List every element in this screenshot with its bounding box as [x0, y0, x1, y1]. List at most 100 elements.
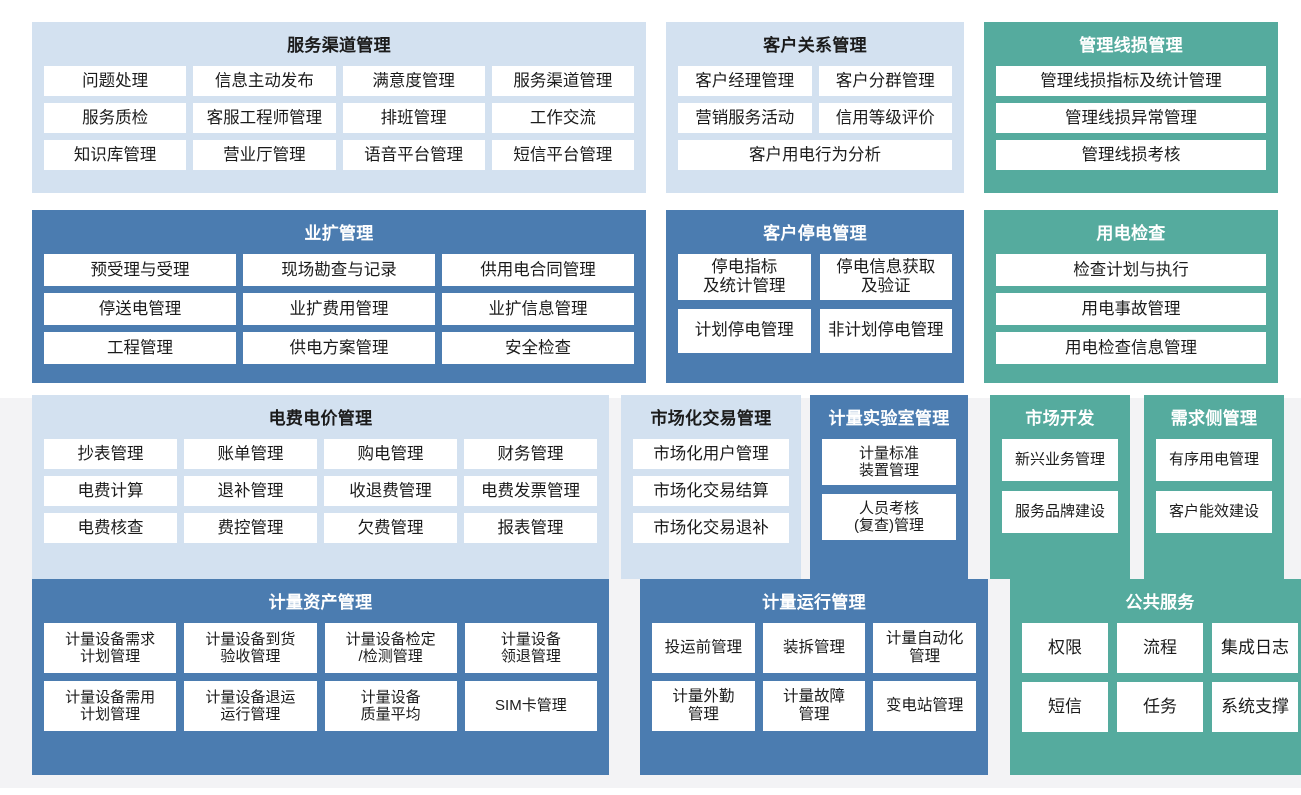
tile-power-purchase-management[interactable]: 购电管理: [324, 439, 457, 469]
tile-inspection-information-management[interactable]: 用电检查信息管理: [996, 332, 1266, 364]
panel-market-trading[interactable]: 市场化交易管理 市场化用户管理 市场化交易结算 市场化交易退补: [621, 395, 801, 579]
tile-emerging-business-management[interactable]: 新兴业务管理: [1002, 439, 1118, 481]
tile-equipment-decommission-operation-management[interactable]: 计量设备退运 运行管理: [184, 681, 317, 731]
tile-metering-fault-management[interactable]: 计量故障 管理: [762, 681, 866, 731]
panel-line-loss[interactable]: 管理线损管理 管理线损指标及统计管理 管理线损异常管理 管理线损考核: [984, 22, 1278, 193]
panel-title-metering-asset: 计量资产管理: [268, 593, 373, 612]
tile-site-survey-and-record[interactable]: 现场勘查与记录: [243, 254, 435, 286]
tile-customer-energy-efficiency-building[interactable]: 客户能效建设: [1156, 491, 1272, 533]
tile-knowledge-base-management[interactable]: 知识库管理: [44, 140, 187, 170]
tile-shift-scheduling[interactable]: 排班管理: [342, 103, 485, 133]
tile-orderly-power-consumption-management[interactable]: 有序用电管理: [1156, 439, 1272, 481]
tile-metering-automation-management[interactable]: 计量自动化 管理: [873, 623, 976, 673]
tile-fee-control-management[interactable]: 费控管理: [184, 513, 317, 543]
panel-public-service[interactable]: 公共服务 权限 流程 集成日志 短信 任务 系统支撑: [1010, 579, 1301, 775]
tile-market-trading-settlement[interactable]: 市场化交易结算: [633, 476, 789, 506]
tile-information-publishing[interactable]: 信息主动发布: [193, 66, 336, 96]
tile-equipment-demand-plan-management[interactable]: 计量设备需求 计划管理: [44, 623, 177, 673]
tile-marketing-service-activity[interactable]: 营销服务活动: [678, 103, 812, 133]
tile-problem-handling[interactable]: 问题处理: [44, 66, 187, 96]
panel-customer-relation[interactable]: 客户关系管理 客户经理管理 客户分群管理 营销服务活动 信用等级评价 客户用电行…: [666, 22, 964, 193]
panel-metering-asset[interactable]: 计量资产管理 计量设备需求 计划管理 计量设备到货 验收管理 计量设备检定 /检…: [32, 579, 609, 775]
tile-safety-inspection[interactable]: 安全检查: [442, 332, 634, 364]
tile-equipment-verification-testing-management[interactable]: 计量设备检定 /检测管理: [324, 623, 457, 673]
tile-integration-log[interactable]: 集成日志: [1212, 623, 1298, 673]
tile-permission[interactable]: 权限: [1022, 623, 1108, 673]
diagram-row-1: 服务渠道管理 问题处理 信息主动发布 满意度管理 服务渠道管理 服务质检 客服工…: [0, 0, 1301, 193]
tile-service-engineer-management[interactable]: 客服工程师管理: [193, 103, 336, 133]
tile-expansion-fee-management[interactable]: 业扩费用管理: [243, 293, 435, 325]
tile-line-loss-assessment[interactable]: 管理线损考核: [996, 140, 1266, 170]
tile-metering-field-work-management[interactable]: 计量外勤 管理: [652, 681, 755, 731]
tile-work-communication[interactable]: 工作交流: [491, 103, 634, 133]
tile-outage-info-acquisition-verification[interactable]: 停电信息获取 及验证: [819, 254, 952, 300]
tile-outage-indicator-statistics[interactable]: 停电指标 及统计管理: [678, 254, 811, 300]
tile-grid-demand-side: 有序用电管理 客户能效建设: [1156, 439, 1272, 567]
panel-metering-lab[interactable]: 计量实验室管理 计量标准 装置管理 人员考核 (复查)管理: [810, 395, 968, 579]
tile-power-supply-contract-management[interactable]: 供用电合同管理: [442, 254, 634, 286]
tile-equipment-requirement-plan-management[interactable]: 计量设备需用 计划管理: [44, 681, 177, 731]
tile-grid-public-service: 权限 流程 集成日志 短信 任务 系统支撑: [1022, 623, 1298, 763]
tile-task[interactable]: 任务: [1117, 682, 1203, 732]
diagram-row-4: 计量资产管理 计量设备需求 计划管理 计量设备到货 验收管理 计量设备检定 /检…: [0, 579, 1301, 775]
tile-sim-card-management[interactable]: SIM卡管理: [464, 681, 597, 731]
tile-power-accident-management[interactable]: 用电事故管理: [996, 293, 1266, 325]
tile-expansion-information-management[interactable]: 业扩信息管理: [442, 293, 634, 325]
tile-refund-supplement-management[interactable]: 退补管理: [184, 476, 317, 506]
tile-service-brand-building[interactable]: 服务品牌建设: [1002, 491, 1118, 533]
tile-unplanned-outage-management[interactable]: 非计划停电管理: [819, 308, 952, 353]
panel-service-channel[interactable]: 服务渠道管理 问题处理 信息主动发布 满意度管理 服务渠道管理 服务质检 客服工…: [32, 22, 646, 193]
tile-planned-outage-management[interactable]: 计划停电管理: [678, 308, 811, 353]
tile-equipment-issue-return-management[interactable]: 计量设备 领退管理: [464, 623, 597, 673]
tile-power-cutoff-restore-management[interactable]: 停送电管理: [44, 293, 236, 325]
tile-equipment-quality-average[interactable]: 计量设备 质量平均: [324, 681, 457, 731]
tile-power-supply-scheme-management[interactable]: 供电方案管理: [243, 332, 435, 364]
panel-customer-outage[interactable]: 客户停电管理 停电指标 及统计管理 停电信息获取 及验证 计划停电管理 非计划停…: [666, 210, 964, 383]
tile-equipment-arrival-acceptance-management[interactable]: 计量设备到货 验收管理: [184, 623, 317, 673]
tile-workflow[interactable]: 流程: [1117, 623, 1203, 673]
tile-install-remove-management[interactable]: 装拆管理: [762, 623, 866, 673]
tile-line-loss-indicator-statistics[interactable]: 管理线损指标及统计管理: [996, 66, 1266, 96]
tile-meter-reading-management[interactable]: 抄表管理: [44, 439, 177, 469]
tile-arrears-management[interactable]: 欠费管理: [324, 513, 457, 543]
tile-report-management[interactable]: 报表管理: [464, 513, 597, 543]
tile-account-manager-management[interactable]: 客户经理管理: [678, 66, 812, 96]
tile-voice-platform-management[interactable]: 语音平台管理: [342, 140, 485, 170]
tile-business-hall-management[interactable]: 营业厅管理: [193, 140, 336, 170]
panel-metering-operation[interactable]: 计量运行管理 投运前管理 装拆管理 计量自动化 管理 计量外勤 管理 计量故障 …: [640, 579, 988, 775]
tile-customer-consumption-behavior-analysis[interactable]: 客户用电行为分析: [678, 140, 952, 170]
tile-substation-management[interactable]: 变电站管理: [873, 681, 976, 731]
tile-satisfaction-management[interactable]: 满意度管理: [342, 66, 485, 96]
tile-collection-refund-management[interactable]: 收退费管理: [324, 476, 457, 506]
tile-service-channel-management[interactable]: 服务渠道管理: [491, 66, 634, 96]
tile-finance-management[interactable]: 财务管理: [464, 439, 597, 469]
tile-sms-platform-management[interactable]: 短信平台管理: [491, 140, 634, 170]
tile-inspection-plan-and-execution[interactable]: 检查计划与执行: [996, 254, 1266, 286]
tile-pre-commissioning-management[interactable]: 投运前管理: [652, 623, 755, 673]
panel-market-development[interactable]: 市场开发 新兴业务管理 服务品牌建设: [990, 395, 1130, 579]
tile-sms[interactable]: 短信: [1022, 682, 1108, 732]
tile-credit-rating-evaluation[interactable]: 信用等级评价: [818, 103, 952, 133]
tile-pre-acceptance-and-acceptance[interactable]: 预受理与受理: [44, 254, 236, 286]
panel-power-inspection[interactable]: 用电检查 检查计划与执行 用电事故管理 用电检查信息管理: [984, 210, 1278, 383]
tile-market-trading-refund[interactable]: 市场化交易退补: [633, 513, 789, 543]
panel-demand-side[interactable]: 需求侧管理 有序用电管理 客户能效建设: [1144, 395, 1284, 579]
tile-fee-calculation[interactable]: 电费计算: [44, 476, 177, 506]
tile-invoice-management[interactable]: 电费发票管理: [464, 476, 597, 506]
tile-grid-customer-relation: 客户经理管理 客户分群管理 营销服务活动 信用等级评价 客户用电行为分析: [678, 66, 952, 181]
diagram-row-2: 业扩管理 预受理与受理 现场勘查与记录 供用电合同管理 停送电管理 业扩费用管理…: [0, 193, 1301, 383]
tile-system-support[interactable]: 系统支撑: [1212, 682, 1298, 732]
tile-fee-verification[interactable]: 电费核查: [44, 513, 177, 543]
tile-project-management[interactable]: 工程管理: [44, 332, 236, 364]
tile-bill-management[interactable]: 账单管理: [184, 439, 317, 469]
panel-title-service-channel: 服务渠道管理: [287, 36, 391, 55]
tile-metering-standard-device-management[interactable]: 计量标准 装置管理: [822, 439, 956, 485]
panel-title-line-loss: 管理线损管理: [1079, 36, 1183, 55]
tile-personnel-assessment-review-management[interactable]: 人员考核 (复查)管理: [822, 494, 956, 540]
tile-customer-segmentation[interactable]: 客户分群管理: [818, 66, 952, 96]
tile-market-user-management[interactable]: 市场化用户管理: [633, 439, 789, 469]
tile-line-loss-exception-management[interactable]: 管理线损异常管理: [996, 103, 1266, 133]
panel-business-expansion[interactable]: 业扩管理 预受理与受理 现场勘查与记录 供用电合同管理 停送电管理 业扩费用管理…: [32, 210, 646, 383]
panel-electricity-fee[interactable]: 电费电价管理 抄表管理 账单管理 购电管理 财务管理 电费计算 退补管理 收退费…: [32, 395, 609, 579]
tile-service-quality-inspection[interactable]: 服务质检: [44, 103, 187, 133]
